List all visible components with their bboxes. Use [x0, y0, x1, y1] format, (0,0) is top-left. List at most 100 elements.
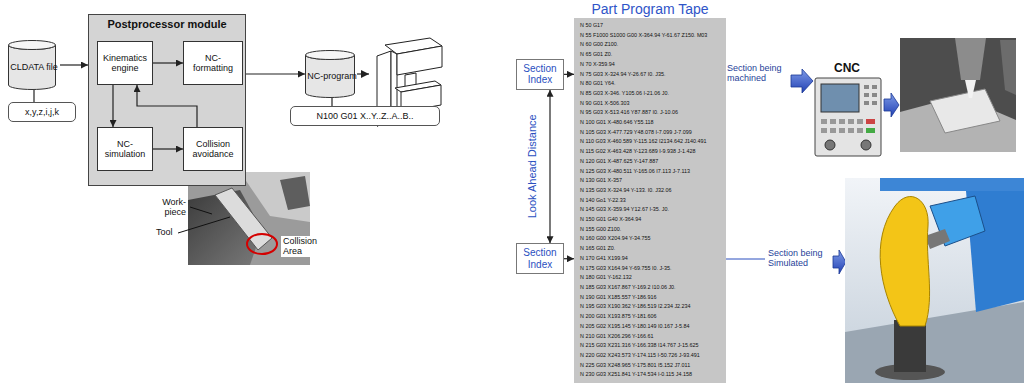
machining-photo: [900, 38, 1016, 152]
part-label: Work-piece: [152, 197, 186, 218]
node-text: CLDATA file: [10, 63, 58, 73]
cnc-controller: [857, 119, 863, 124]
cnc-controller: [864, 101, 869, 105]
node-text: Section Index: [519, 247, 561, 270]
part-label-holder: Collision Area: [281, 236, 325, 257]
cylinder-top: [9, 41, 56, 50]
nc-code-line: N 110 G03 X-460.589 Y-115.162 I2134.642 …: [580, 137, 707, 147]
nc-code-line: N 125 G03 X-480.511 Y-165.06 I7.113 J-7.…: [580, 167, 690, 177]
nc-code-line: N 50 G17: [580, 21, 603, 31]
node-text: N100 G01 X..Y..Z..A..B..: [317, 111, 414, 121]
nc-code-line: N 155 G00 Z100.: [580, 225, 621, 235]
nc-code-line: N 150 G01 G40 X-364.94: [580, 215, 641, 225]
nc-code-line: N 70 X-359.94: [580, 60, 615, 70]
simulation-render: [845, 178, 1024, 383]
connector: [564, 74, 574, 75]
process-box: NC-simulation: [97, 127, 153, 171]
nc-code-line: N 85 G03 X-346. Y105.06 I-21.06 J0.: [580, 89, 669, 99]
node-text: NC-formatting: [186, 53, 240, 74]
nc-code-line: N 175 G03 X164.94 Y-69.755 I0. J-35.: [580, 264, 671, 274]
nc-code-line: N 170 G41 X199.94: [580, 254, 628, 264]
cnc-controller: [825, 140, 835, 150]
cnc-controller: [839, 128, 845, 133]
program-tape: Part Program TapeN 50 G17N 55 F1000 S100…: [574, 0, 726, 383]
cnc-controller: [872, 93, 877, 97]
cnc-controller: [848, 128, 854, 133]
simulation-render: [894, 320, 926, 372]
cnc-controller: [821, 119, 827, 124]
nc-code-line: N 230 G03 X251.841 Y-174.534 I-0.115 J4.…: [580, 370, 692, 380]
node-text: Section Index: [519, 63, 561, 86]
nc-code-line: N 225 G03 X248.965 Y-175.801 I5.152 J7.0…: [580, 361, 690, 371]
nc-code-line: N 165 G01 Z0.: [580, 244, 615, 254]
cnc-controller: [821, 128, 827, 133]
block-arrow: [791, 69, 813, 93]
node-text: NC-simulation: [100, 139, 150, 160]
cnc-controller: [815, 78, 881, 156]
cnc-controller: [857, 128, 863, 133]
nc-code-line: N 130 G01 X-357: [580, 176, 622, 186]
part-label-holder: Work-piece: [152, 197, 186, 218]
block-arrow: [833, 250, 846, 274]
simulation-render: [925, 229, 950, 249]
index-box: Section Index: [516, 59, 564, 90]
connector: [153, 62, 183, 63]
part-label: Tool: [156, 227, 173, 237]
flow-arrow: [357, 73, 369, 74]
connector: [137, 85, 197, 127]
nc-code-line: N 60 G00 Z100.: [580, 40, 618, 50]
simulation-render: [880, 197, 929, 326]
simulation-render: [880, 178, 1024, 191]
cnc-controller: [839, 119, 845, 124]
connector: [549, 90, 550, 243]
nc-code-line: N 135 G03 X-324.94 Y-133. I0. J32.06: [580, 186, 671, 196]
cnc-controller: [815, 78, 881, 156]
nc-code-line: N 185 G03 X167.867 Y-169.2 I10.06 J0.: [580, 283, 676, 293]
connector: [60, 64, 88, 65]
distance-label-holder: Look Ahead Distance: [526, 114, 539, 218]
data-file: NC-program: [305, 50, 359, 98]
process-box: Collision avoidance: [183, 127, 243, 171]
leader-line: [190, 207, 212, 214]
tape-heading: Part Program Tape: [574, 0, 726, 18]
nc-code-line: N 115 G02 X-463.428 Y-123.689 I-9.938 J-…: [580, 147, 696, 157]
device-label: CNC: [834, 62, 860, 76]
flow-arrow: [357, 74, 369, 75]
nc-code-line: N 100 G01 X-480.646 Y55.118: [580, 118, 654, 128]
nc-code-line: N 75 G03 X-324.94 Y-26.67 I0. J35.: [580, 70, 665, 80]
nc-code-line: N 215 G03 X231.316 Y-166.338 I14.767 J-1…: [580, 341, 698, 351]
node-text: x,y,z,i,j,k: [25, 107, 59, 117]
connector: [564, 258, 574, 259]
nc-code-line: N 160 G00 X204.94 Y-34.755: [580, 234, 650, 244]
cnc-controller: [848, 119, 854, 124]
data-format-box: x,y,z,i,j,k: [8, 102, 76, 122]
machining-photo: [900, 38, 1016, 152]
node-text: Collision avoidance: [186, 139, 240, 160]
part-illustration: [397, 46, 442, 75]
connector: [246, 73, 305, 74]
nc-code-line: N 205 G02 X195.145 Y-180.149 I0.167 J-5.…: [580, 322, 689, 332]
data-file: CLDATA file: [8, 40, 60, 90]
block-arrow: [884, 93, 899, 117]
nc-code-line: N 200 G01 X193.875 Y-181.606: [580, 312, 656, 322]
cnc-controller: [864, 85, 869, 89]
group-heading: Postprocessor module: [89, 18, 245, 30]
nc-code-line: N 65 G01 Z0.: [580, 50, 612, 60]
tape-panel: N 50 G17N 55 F1000 S1000 G00 X-364.94 Y-…: [574, 18, 726, 383]
part-label: Collision Area: [281, 236, 325, 257]
code-sample-box: N100 G01 X..Y..Z..A..B..: [290, 106, 440, 126]
section-label-holder: Section being machined: [727, 63, 789, 84]
nc-code-line: N 105 G03 X-477.729 Y48.078 I-7.099 J-7.…: [580, 128, 692, 138]
nc-code-line: N 80 G01 Y64.: [580, 79, 616, 89]
process-box: Kinematics engine: [97, 41, 153, 85]
module-group: Postprocessor moduleKinematics engineNC-…: [88, 14, 246, 186]
connector: [331, 98, 332, 106]
cnc-controller: [866, 119, 875, 124]
nc-code-line: N 220 G02 X243.573 Y-174.115 I-50.726 J-…: [580, 351, 700, 361]
index-box: Section Index: [516, 243, 564, 274]
nc-code-line: N 95 G03 X-513.416 Y87.887 I0. J-10.06: [580, 108, 678, 118]
machining-photo: [955, 38, 986, 80]
leader-line: [178, 217, 230, 233]
